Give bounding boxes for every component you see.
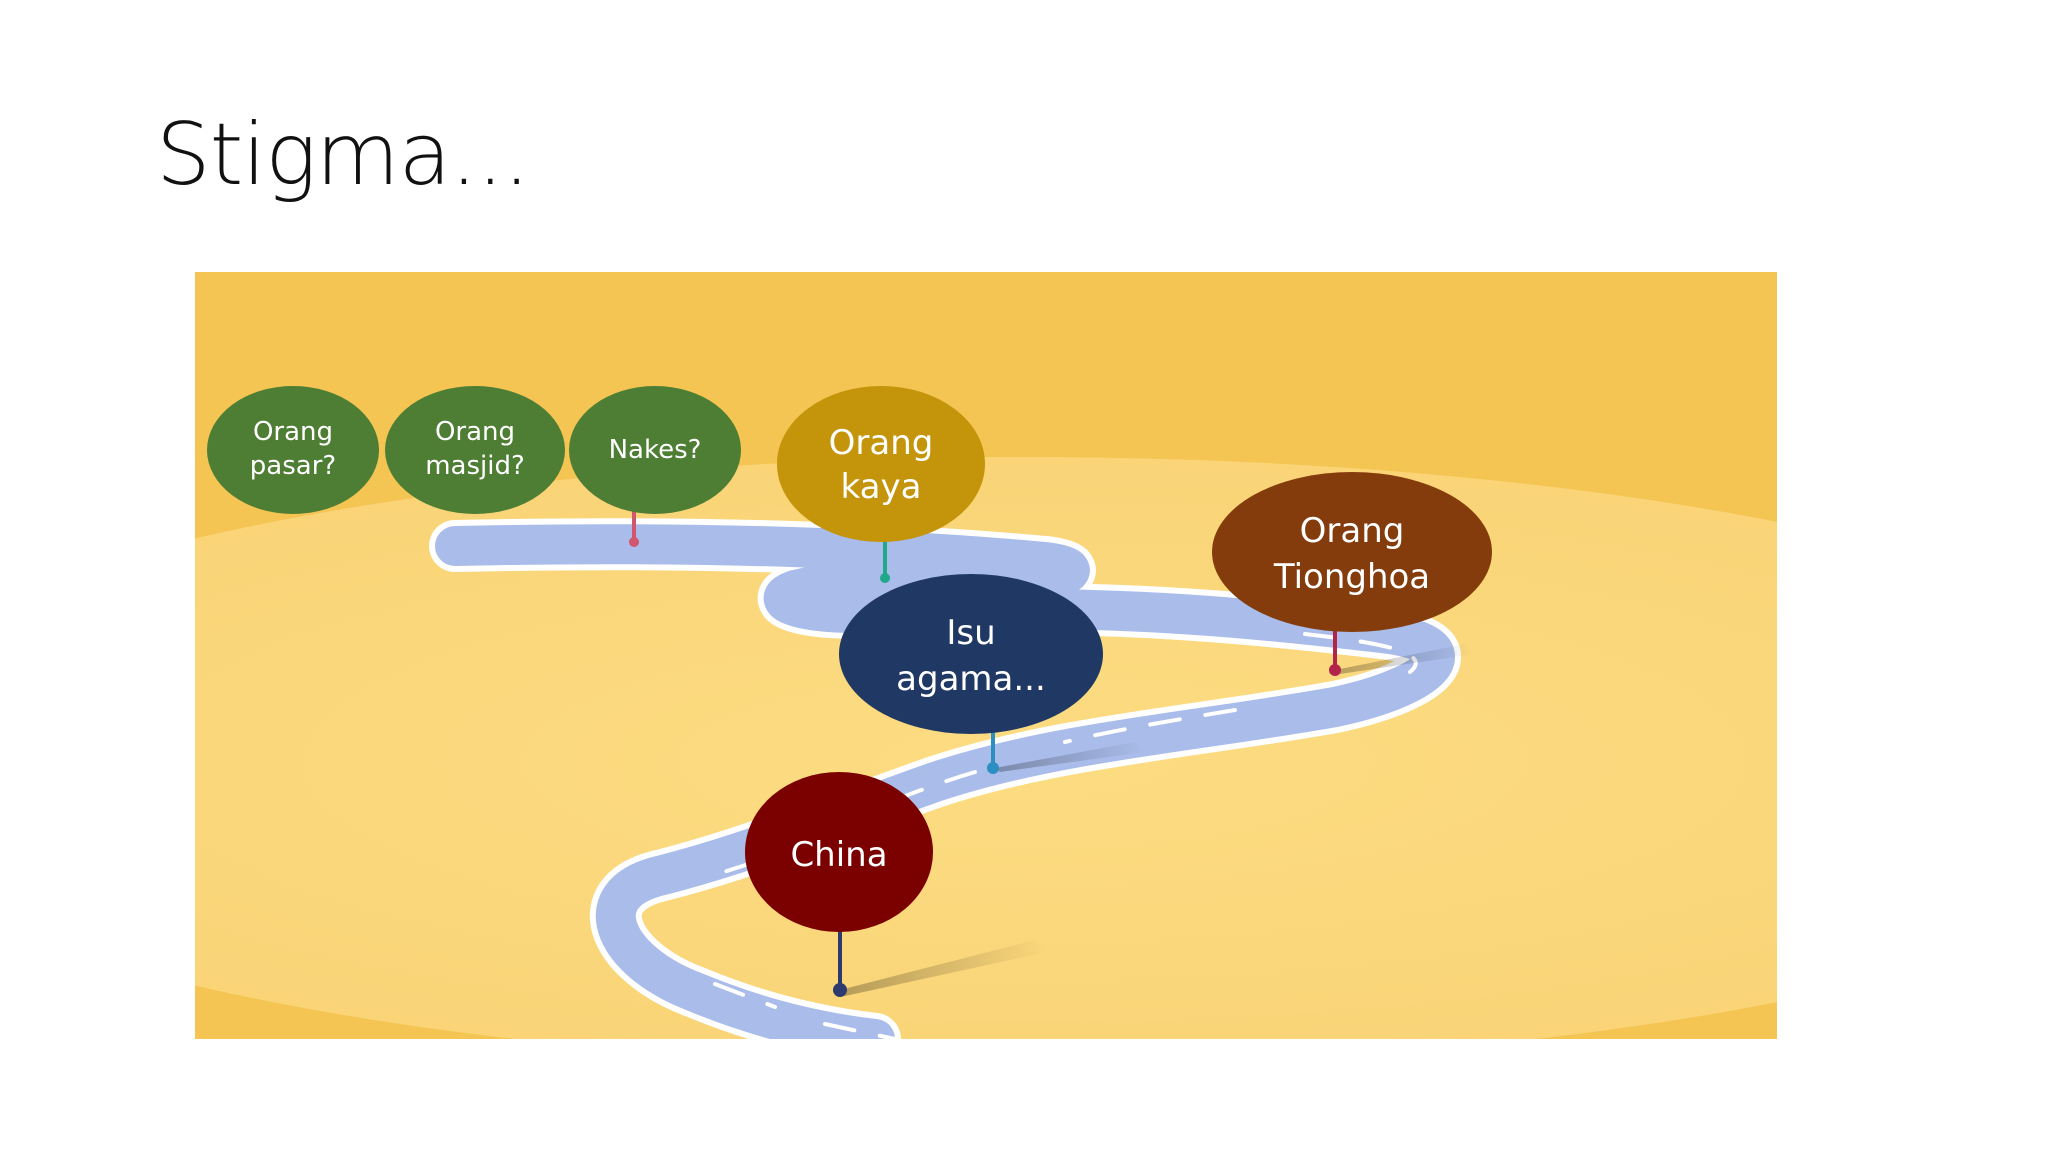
- bubble-orang-pasar-line-2: pasar?: [250, 451, 336, 481]
- bubble-isu-agama: Isu agama...: [839, 574, 1103, 734]
- bubble-orang-pasar-line-1: Orang: [253, 417, 333, 447]
- bubble-orang-masjid-line-2: masjid?: [425, 451, 525, 481]
- slide-title: Stigma...: [156, 105, 530, 205]
- bubble-orang-kaya-line-2: kaya: [841, 467, 922, 507]
- bubble-orang-tionghoa: Orang Tionghoa: [1212, 472, 1492, 632]
- winding-road: [429, 518, 1461, 1039]
- bubble-orang-kaya: Orang kaya: [777, 386, 985, 542]
- bubble-orang-kaya-line-1: Orang: [829, 423, 934, 463]
- bubble-nakes: Nakes?: [569, 386, 741, 514]
- bubble-isu-agama-line-1: Isu: [946, 613, 995, 653]
- pin-isu-agama-dot: [987, 762, 999, 774]
- bubble-orang-tionghoa-line-2: Tionghoa: [1273, 557, 1430, 597]
- bubble-orang-masjid-line-1: Orang: [435, 417, 515, 447]
- pin-nakes-dot: [629, 537, 639, 547]
- bubble-nakes-line-1: Nakes?: [609, 435, 702, 465]
- bubble-china: China: [745, 772, 933, 932]
- bubble-china-line-1: China: [790, 835, 887, 875]
- pin-china-dot: [833, 983, 847, 997]
- bubble-orang-pasar: Orang pasar?: [207, 386, 379, 514]
- bubble-orang-masjid: Orang masjid?: [385, 386, 565, 514]
- bubble-orang-tionghoa-line-1: Orang: [1300, 511, 1405, 551]
- pin-orang-tionghoa-dot: [1329, 664, 1341, 676]
- pin-orang-kaya-dot: [880, 573, 890, 583]
- pin-shadows: [840, 644, 1475, 996]
- road-illustration: Orang pasar? Orang masjid? Nakes? Orang …: [195, 272, 1777, 1039]
- bubble-isu-agama-line-2: agama...: [896, 659, 1046, 699]
